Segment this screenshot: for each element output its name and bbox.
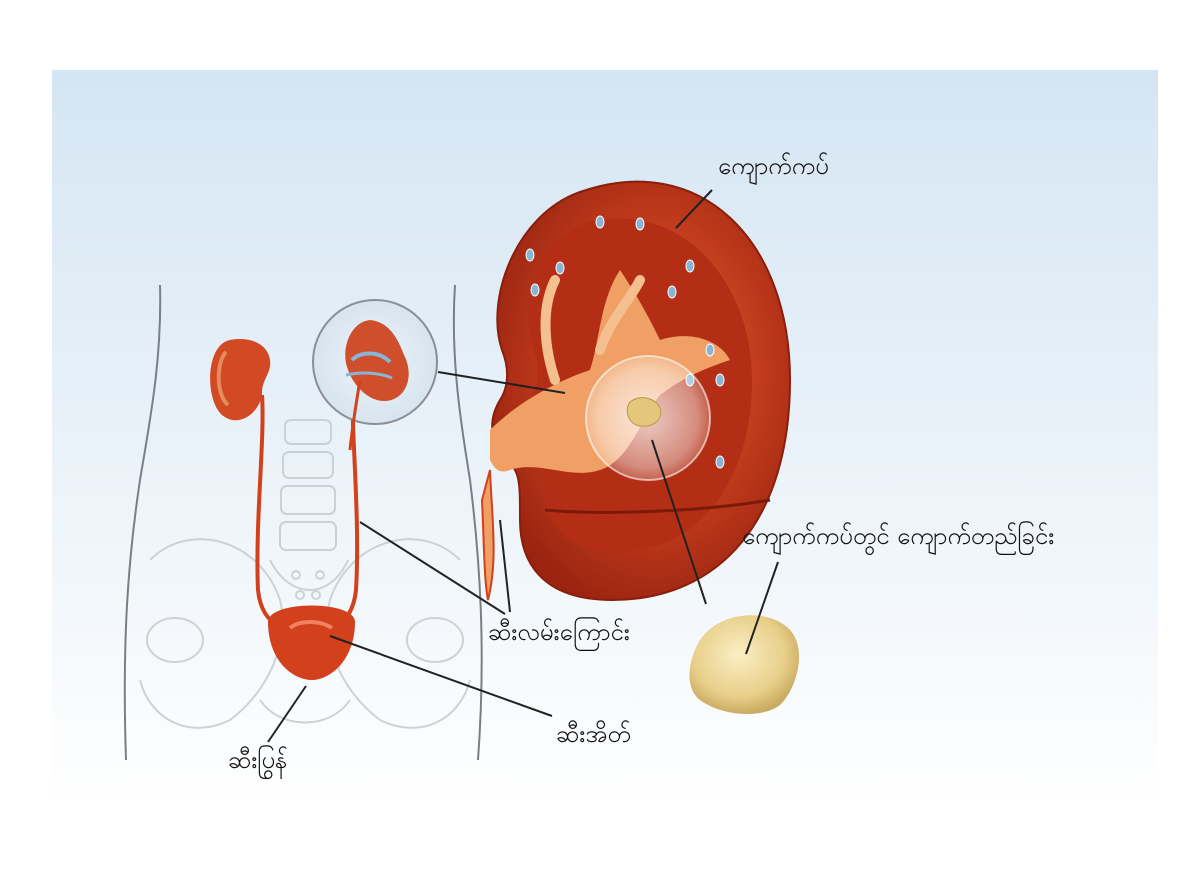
leader-ureter-2 bbox=[359, 521, 506, 615]
leader-ureter-1 bbox=[499, 519, 511, 613]
leader-magnifier bbox=[437, 371, 566, 394]
leader-bladder bbox=[329, 635, 553, 717]
leader-lines bbox=[267, 189, 779, 743]
small-kidney-left bbox=[210, 339, 271, 421]
label-kidney-stone: ကျောက်ကပ်တွင် ကျောက်တည်ခြင်း bbox=[742, 522, 1055, 550]
ureters bbox=[255, 384, 360, 630]
kidney-stone-large bbox=[689, 615, 799, 715]
magnifier-small bbox=[312, 299, 438, 451]
skeleton-outline bbox=[139, 419, 471, 729]
label-kidney: ကျောက်ကပ် bbox=[718, 152, 829, 180]
leader-big-stone-label bbox=[745, 561, 779, 655]
leader-urethra bbox=[267, 685, 307, 743]
leader-kidney bbox=[675, 189, 713, 229]
label-ureter: ဆီးလမ်းကြောင်း bbox=[488, 618, 630, 646]
large-kidney bbox=[480, 180, 792, 602]
bladder bbox=[268, 605, 355, 680]
body-outline bbox=[123, 284, 483, 761]
leader-stone-to-big bbox=[651, 439, 707, 605]
label-bladder: ဆီးအိတ် bbox=[556, 720, 631, 748]
label-urethra: ဆီးပြွန် bbox=[228, 746, 288, 774]
